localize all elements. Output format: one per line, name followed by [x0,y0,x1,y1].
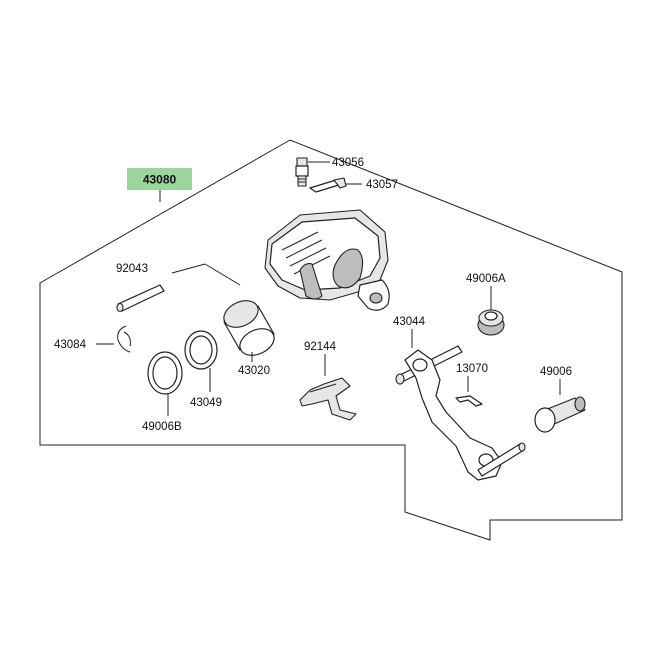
pin-clip[interactable] [117,325,131,353]
main-part-highlight[interactable] [127,168,192,190]
label-43057[interactable]: 43057 [366,179,398,191]
piston[interactable] [220,296,279,361]
label-49006[interactable]: 49006 [540,366,572,378]
label-43084[interactable]: 43084 [54,339,87,351]
label-43044[interactable]: 43044 [393,316,426,328]
assembly-outline [39,139,623,541]
dust-seal[interactable] [184,330,218,370]
bleed-valve[interactable] [295,157,309,187]
bleed-cap[interactable] [309,177,347,193]
piston-seal[interactable] [147,351,183,395]
label-43020[interactable]: 43020 [238,365,270,377]
slide-pin[interactable] [116,284,165,313]
pad-spring[interactable] [299,377,357,421]
label-49006A[interactable]: 49006A [466,273,506,285]
main-part-number: 43080 [143,173,177,187]
pin-boot-a[interactable] [477,309,505,336]
leader-92043 [171,263,206,274]
label-49006B[interactable]: 49006B [142,421,182,433]
pad-retainer[interactable] [455,395,483,407]
label-43049[interactable]: 43049 [190,397,222,409]
leader-92043-b [204,263,241,286]
label-43056[interactable]: 43056 [332,157,364,169]
label-92144[interactable]: 92144 [304,341,337,353]
pin-boot[interactable] [534,396,586,433]
label-13070[interactable]: 13070 [456,363,488,375]
label-92043[interactable]: 92043 [116,263,148,275]
caliper-bracket[interactable] [395,345,526,481]
caliper-body[interactable] [264,209,390,311]
